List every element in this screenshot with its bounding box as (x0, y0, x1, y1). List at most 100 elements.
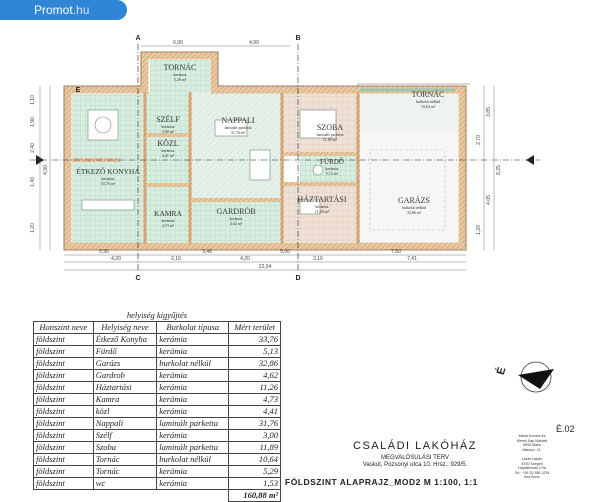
schedule-cell: 5,13 (228, 345, 281, 358)
dim-bottom-total: 22,04 (259, 264, 272, 270)
company-line: Makócz. 11. (522, 447, 542, 452)
room-floor-kozl: kerámia (162, 148, 175, 153)
schedule-cell: 33,76 (228, 333, 281, 346)
schedule-cell: 32,86 (228, 357, 281, 370)
room-label-haztartasi: HÁZTARTÁSI (297, 194, 346, 204)
room-fill-tornac-e (358, 88, 458, 132)
dim-top-0: 6,90 (173, 40, 183, 46)
schedule-cell: 1,53 (228, 477, 281, 490)
schedule-cell: 11,26 (228, 381, 281, 394)
schedule-cell: kerámia (156, 381, 230, 394)
schedule-cell: burkolat nélkül (156, 453, 230, 466)
section-arrow-right (526, 155, 534, 165)
room-label-szoba: SZOBA (317, 123, 343, 132)
room-area-kamra: 4,73 m² (162, 223, 175, 229)
floor-plan: TORNÁC kerámia 5,29 m² TORNÁC burkolat n… (30, 35, 540, 282)
company-line: Ikra Bodo (524, 475, 540, 480)
schedule-caption: helyiség kigyűjtés (126, 310, 188, 320)
schedule-cell: földszint (33, 345, 94, 358)
schedule-cell: 3,00 (228, 429, 281, 442)
room-area-tornac-n: 5,29 m² (174, 77, 187, 83)
room-schedule: helyiség kigyűjtés Honszint neve Helyisé… (33, 310, 281, 502)
room-fill-garazs (358, 132, 458, 242)
dim-bottom-r1-2: 5,00 (280, 249, 290, 255)
schedule-cell: Étkező Konyha (92, 333, 158, 346)
schedule-cell: Fürdő (92, 345, 158, 358)
schedule-cell: földszint (33, 381, 94, 394)
room-label-etkezo: ÉTKEZŐ KONYHA (76, 166, 140, 176)
room-label-garazs: GARÁZS (398, 195, 430, 205)
section-mark-d: D (295, 275, 300, 282)
room-fill-tornac-n (150, 60, 210, 92)
schedule-cell: kerámia (156, 405, 230, 418)
schedule-cell: Gardrob (92, 369, 158, 382)
schedule-cell: kerámia (156, 369, 230, 382)
dim-right-3: 2,70 (476, 135, 482, 145)
sheet-number: É.02 (556, 424, 575, 434)
schedule-cell: földszint (33, 405, 94, 418)
schedule-cell: wc (92, 477, 158, 490)
schedule-cell: laminált parketta (156, 441, 230, 454)
room-label-kozl: KÖZL (157, 139, 178, 148)
dim-right-1: 4,05 (486, 195, 492, 205)
company-line: Hajóállomás 17/a (518, 466, 546, 471)
schedule-cell: 10,64 (228, 453, 281, 466)
schedule-cell: Szélf (92, 429, 158, 442)
north-arrow-icon (518, 369, 554, 389)
section-mark-e: E (76, 87, 81, 94)
room-label-gardrob: GARDRÓB (216, 206, 255, 216)
room-label-tornac-n: TORNÁC (164, 62, 197, 72)
dim-left-0: 1,10 (30, 95, 36, 105)
furniture (81, 109, 446, 231)
schedule-cell: földszint (33, 441, 94, 454)
room-floor-etkezo: kerámia (102, 176, 115, 181)
dim-bottom-r1-1: 3,48 (202, 249, 212, 255)
dim-left-1: 1,90 (30, 117, 36, 127)
schedule-cell: 4,62 (228, 369, 281, 382)
outer-wall-edge (63, 51, 467, 251)
schedule-cell: Szoba (92, 441, 158, 454)
company-line: 6700 Szeged (521, 461, 543, 466)
badge-tld: .hu (72, 3, 90, 17)
schedule-cell: burkolat nélkül (156, 357, 230, 370)
schedule-total-row: 160,88 m² (34, 489, 281, 502)
schedule-cell: földszint (33, 477, 94, 490)
room-floor-garazs: burkolat nélkül (402, 205, 427, 210)
drawing-footer: FÖLDSZINT ALAPRAJZ_MOD2 M 1:100, 1:1 (285, 477, 478, 487)
schedule-cell: kerámia (156, 345, 230, 358)
schedule-cell: földszint (33, 429, 94, 442)
schedule-cell: kerámia (156, 393, 230, 406)
room-label-furdo: FÜRDŐ (320, 158, 344, 166)
north-label: É (494, 365, 509, 377)
schedule-header-cell: Helyiség neve (92, 321, 158, 334)
room-floor-szoba: laminált parketta (317, 132, 344, 137)
schedule-cell: 4,73 (228, 393, 281, 406)
site-badge[interactable]: Promot.hu (0, 0, 127, 20)
dimension-lines (39, 45, 495, 271)
schedule-cell: kerámia (156, 429, 230, 442)
dim-left-4: 4,90 (43, 165, 49, 175)
room-floor-nappali: laminált parketta (225, 125, 252, 130)
room-area-kozl: 4,41 m² (162, 153, 175, 159)
title-block: CSALÁDI LAKÓHÁZ MEGVALÓSULÁSI TERV Vaskú… (345, 440, 485, 468)
dim-bottom-r1-0: 5,90 (99, 249, 109, 255)
schedule-cell: Tornác (92, 453, 158, 466)
schedule-cell: földszint (33, 453, 94, 466)
room-floor-furdo: kerámia (326, 166, 339, 171)
schedule-cell: földszint (33, 333, 94, 346)
dim-bottom-r2-1: 2,16 (171, 256, 181, 262)
dim-top-1: 4,90 (249, 40, 259, 46)
schedule-cell: Tornác (92, 465, 158, 478)
schedule-cell: közl (92, 405, 158, 418)
schedule-cell: 5,29 (228, 465, 281, 478)
dim-bottom-r2-0: 4,20 (111, 256, 121, 262)
schedule-header: Honszint neve Helyiség neve Burkolat típ… (33, 321, 281, 334)
room-area-etkezo: 33,76 m² (101, 181, 116, 187)
schedule-cell: földszint (33, 357, 94, 370)
room-floor-tornac-e: burkolat nélkül (416, 99, 441, 104)
